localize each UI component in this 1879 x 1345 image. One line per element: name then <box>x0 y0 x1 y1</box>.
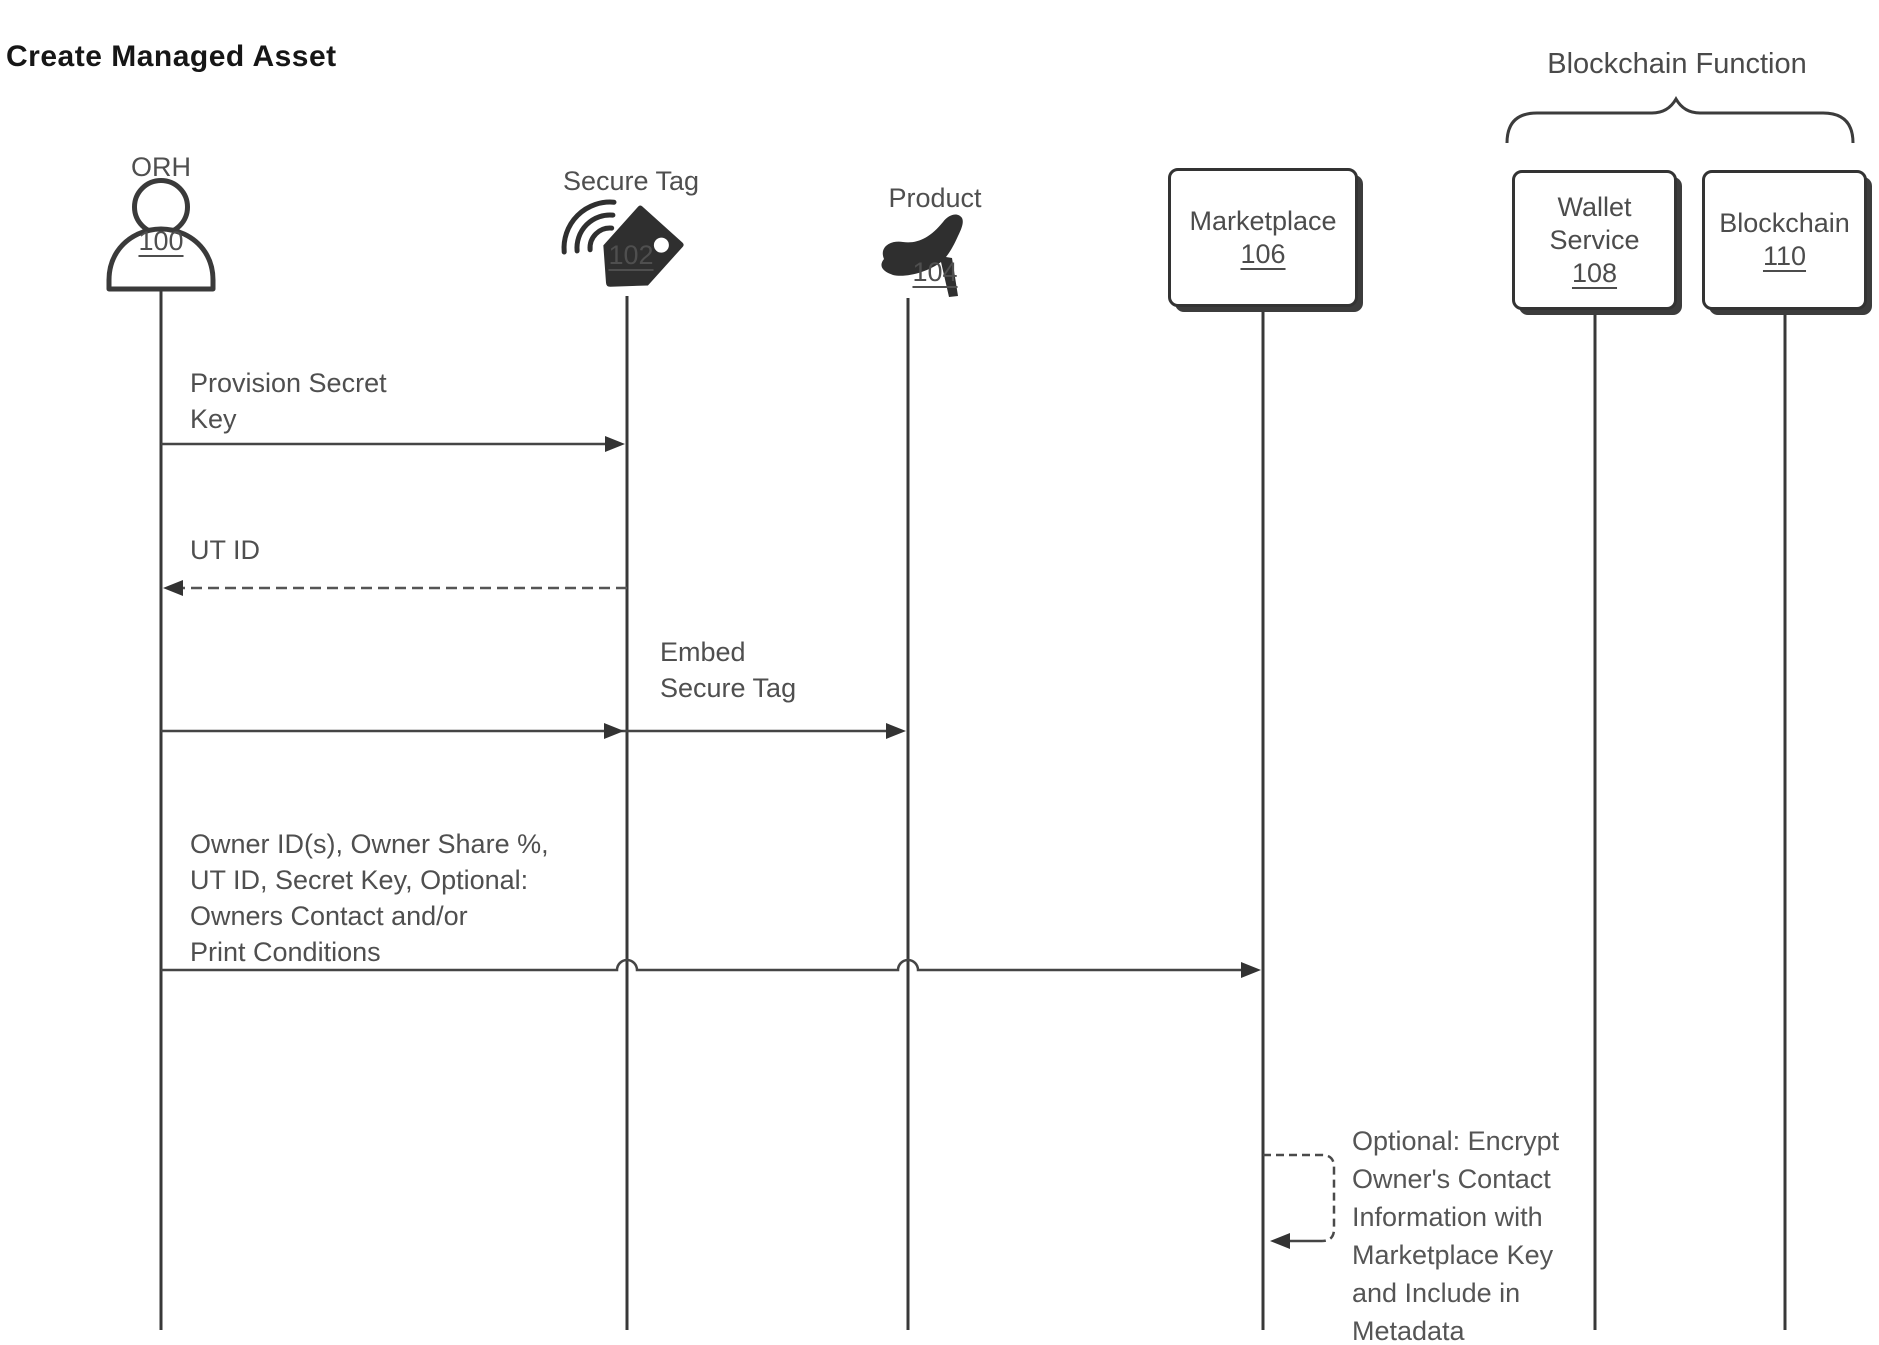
person-icon <box>106 178 216 292</box>
participant-ref: 100 <box>138 226 184 256</box>
participant-box-blockchain: Blockchain 110 <box>1702 170 1867 310</box>
participant-ref: 104 <box>912 257 958 287</box>
message-label-provision-secret-key: Provision Secret Key <box>190 368 387 434</box>
rfid-tag-icon <box>561 199 684 287</box>
participant-label-orh: ORH 100 <box>61 112 261 260</box>
participant-name: Wallet Service <box>1549 191 1640 255</box>
participant-label-secure-tag: Secure Tag 102 <box>531 126 731 274</box>
participant-name: Blockchain <box>1719 208 1850 238</box>
participant-ref: 106 <box>1240 238 1286 269</box>
participant-label-product: Product 104 <box>835 143 1035 291</box>
participant-name: Secure Tag <box>562 166 700 196</box>
self-message-loop <box>1263 1153 1336 1249</box>
participant-name: Marketplace <box>1189 205 1337 236</box>
arrow-owner-details <box>161 958 1261 978</box>
arrow-embed-secure-tag <box>161 723 906 739</box>
participant-box-marketplace: Marketplace 106 <box>1168 168 1358 307</box>
message-label-owner-details: Owner ID(s), Owner Share %, UT ID, Secre… <box>190 829 549 967</box>
message-label-encrypt-note: Optional: Encrypt Owner's Contact Inform… <box>1352 1126 1560 1345</box>
participant-name: ORH <box>131 152 191 182</box>
diagram-title: Create Managed Asset <box>6 40 337 73</box>
high-heel-shoe-icon <box>881 214 963 297</box>
participant-box-wallet-service: Wallet Service 108 <box>1512 170 1677 310</box>
message-label-embed-secure-tag: Embed Secure Tag <box>660 637 797 703</box>
participant-ref: 108 <box>1571 257 1618 288</box>
arrow-provision-secret-key <box>161 436 625 452</box>
participant-ref: 102 <box>608 240 654 270</box>
curly-brace <box>1505 95 1855 144</box>
wireless-waves-icon <box>561 199 617 255</box>
participant-ref: 110 <box>1762 241 1807 271</box>
message-label-ut-id: UT ID <box>190 535 261 565</box>
arrow-ut-id <box>163 580 627 596</box>
group-label-blockchain-function: Blockchain Function <box>1547 48 1807 80</box>
participant-name: Product <box>888 183 982 213</box>
